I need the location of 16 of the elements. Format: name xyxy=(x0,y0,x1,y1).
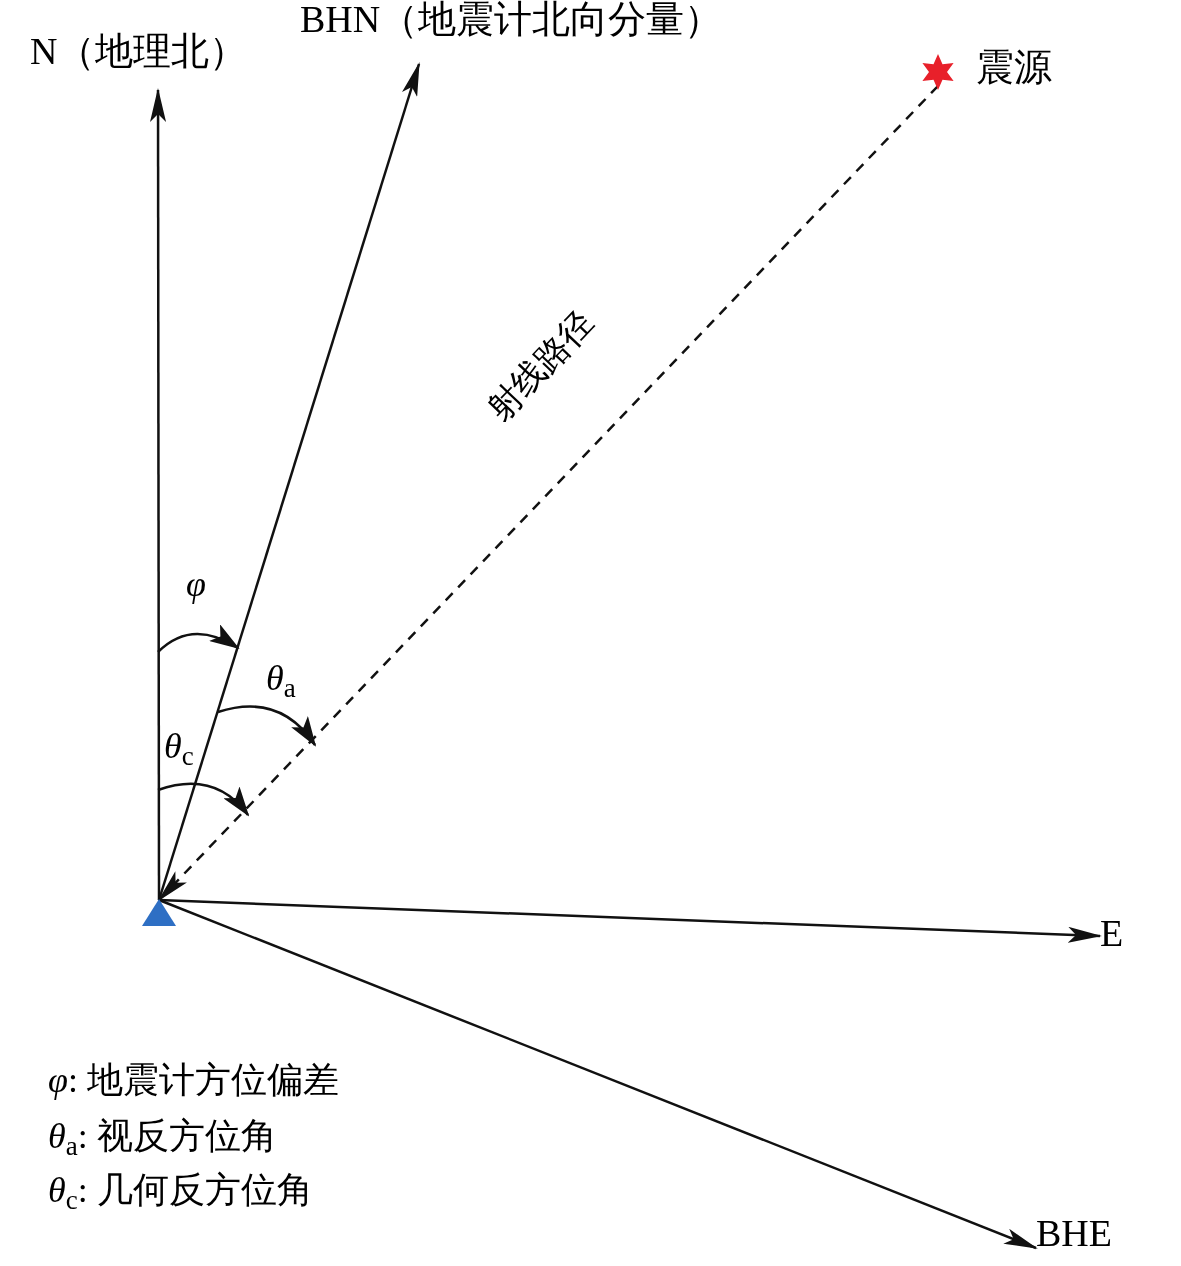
axis-label: BHN（地震计北向分量） xyxy=(300,0,790,64)
axis-label: BHE xyxy=(1036,1214,1156,1260)
legend-note: φ: 地震计方位偏差 xyxy=(48,1062,339,1098)
axis-label: E xyxy=(1100,914,1140,958)
axis-label: N（地理北） xyxy=(30,32,260,90)
dashed-arrow xyxy=(157,85,939,902)
arrow xyxy=(150,88,167,900)
edge-label: 射线路径 xyxy=(481,305,600,427)
node-caption: 震源 xyxy=(976,48,1052,86)
legend-note: θ$_{a}$: 视反方位角 xyxy=(48,1118,277,1154)
arrow xyxy=(158,898,1102,943)
angle-symbol: θ$_{a}$ xyxy=(266,660,296,696)
angle-symbol: φ xyxy=(186,566,206,602)
legend-note: θ$_{c}$: 几何反方位角 xyxy=(48,1172,313,1208)
arrow xyxy=(157,62,421,901)
angle-symbol: θ$_{c}$ xyxy=(164,728,194,764)
